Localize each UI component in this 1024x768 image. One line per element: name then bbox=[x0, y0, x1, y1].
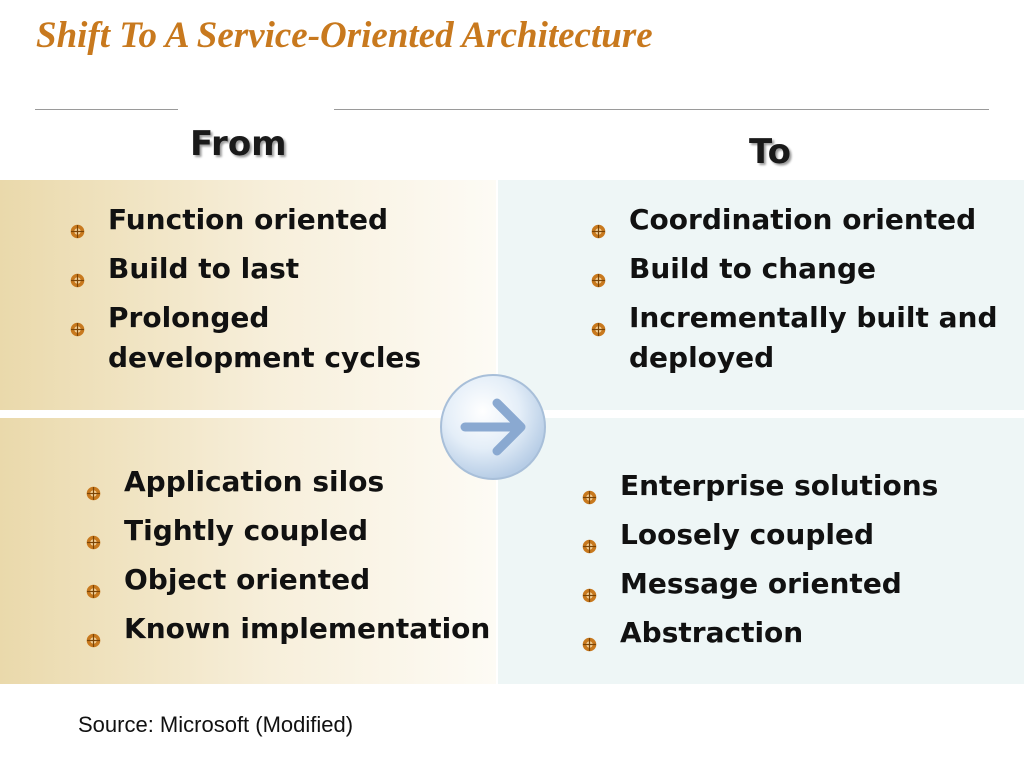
list-item-text: Loosely coupled bbox=[620, 518, 875, 551]
list-item-text: Coordination oriented bbox=[629, 203, 977, 236]
bullet-icon bbox=[582, 574, 597, 603]
to-top-list: Coordination oriented Build to change In… bbox=[587, 200, 1017, 387]
list-item-text: Enterprise solutions bbox=[620, 469, 939, 502]
list-item: Coordination oriented bbox=[587, 200, 1017, 240]
list-item-text: Prolonged development cycles bbox=[108, 301, 422, 374]
list-item-text: Abstraction bbox=[620, 616, 804, 649]
list-item-text: Tightly coupled bbox=[124, 514, 369, 547]
bullet-icon bbox=[86, 619, 101, 648]
to-bottom-list: Enterprise solutions Loosely coupled Mes… bbox=[578, 466, 1018, 662]
list-item: Build to change bbox=[587, 249, 1017, 289]
bullet-icon bbox=[70, 210, 85, 239]
bullet-icon bbox=[582, 525, 597, 554]
list-item-text: Known implementation bbox=[124, 612, 491, 645]
list-item: Known implementation bbox=[82, 609, 522, 649]
list-item: Loosely coupled bbox=[578, 515, 1018, 555]
bullet-icon bbox=[70, 308, 85, 337]
bullet-icon bbox=[591, 308, 606, 337]
to-top-panel bbox=[498, 180, 1024, 410]
title-divider bbox=[35, 109, 989, 110]
list-item-text: Function oriented bbox=[108, 203, 389, 236]
list-item: Message oriented bbox=[578, 564, 1018, 604]
right-arrow-icon bbox=[439, 373, 547, 481]
list-item: Application silos bbox=[82, 462, 522, 502]
divider-gap bbox=[178, 106, 334, 112]
bullet-icon bbox=[86, 570, 101, 599]
list-item-text: Build to change bbox=[629, 252, 877, 285]
list-item: Enterprise solutions bbox=[578, 466, 1018, 506]
list-item: Function oriented bbox=[66, 200, 476, 240]
from-top-panel bbox=[0, 180, 496, 410]
from-bottom-list: Application silos Tightly coupled Object… bbox=[82, 462, 522, 658]
bullet-icon bbox=[591, 210, 606, 239]
from-heading: From bbox=[190, 124, 287, 164]
bullet-icon bbox=[70, 259, 85, 288]
list-item: Object oriented bbox=[82, 560, 522, 600]
bullet-icon bbox=[86, 472, 101, 501]
bullet-icon bbox=[582, 623, 597, 652]
source-note: Source: Microsoft (Modified) bbox=[78, 712, 354, 737]
list-item-text: Message oriented bbox=[620, 567, 902, 600]
bullet-icon bbox=[86, 521, 101, 550]
bullet-icon bbox=[582, 476, 597, 505]
list-item-text: Application silos bbox=[124, 465, 385, 498]
bullet-icon bbox=[591, 259, 606, 288]
list-item: Tightly coupled bbox=[82, 511, 522, 551]
list-item-text: Incrementally built and deployed bbox=[629, 301, 998, 374]
list-item: Incrementally built and deployed bbox=[587, 298, 1017, 378]
list-item: Build to last bbox=[66, 249, 476, 289]
to-heading: To bbox=[743, 132, 798, 172]
list-item-text: Object oriented bbox=[124, 563, 371, 596]
list-item: Prolonged development cycles bbox=[66, 298, 476, 378]
from-top-list: Function oriented Build to last Prolonge… bbox=[66, 200, 476, 387]
list-item-text: Build to last bbox=[108, 252, 300, 285]
list-item: Abstraction bbox=[578, 613, 1018, 653]
slide-title: Shift To A Service-Oriented Architecture bbox=[36, 15, 653, 56]
from-bottom-panel bbox=[0, 418, 496, 684]
